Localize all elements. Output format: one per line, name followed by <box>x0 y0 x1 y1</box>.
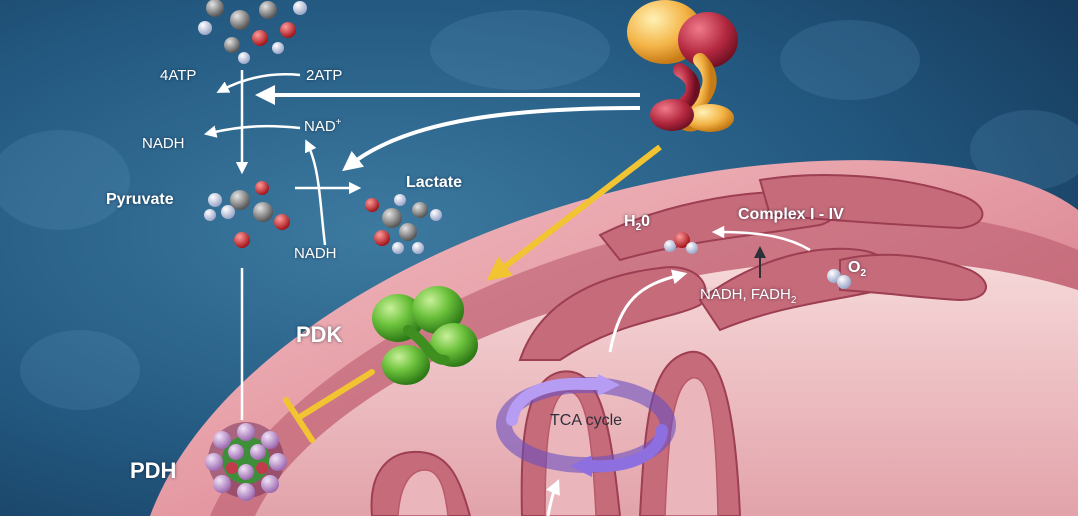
pdh-complex-icon <box>205 422 287 501</box>
background-cells <box>0 10 1078 410</box>
nadh-out-label: NADH <box>142 135 185 152</box>
oxygen-molecule-icon <box>827 269 851 289</box>
atp-out-label: 4ATP <box>160 67 197 84</box>
glycolysis-arrows <box>203 70 811 516</box>
tca-cycle-label: TCA cycle <box>550 412 623 429</box>
complex-label: Complex I - IV <box>738 206 844 223</box>
hif-protein-icon <box>627 0 738 132</box>
water-subscript: 2 <box>635 222 642 234</box>
mitochondrion-icon <box>150 160 1078 516</box>
tca-cycle-ring-icon <box>496 374 676 477</box>
activation-arrow <box>486 144 662 281</box>
nadh-fadh-text: NADH, FADH <box>700 286 791 303</box>
water-tail: 0 <box>641 213 651 230</box>
nad-plus-superscript: + <box>335 117 342 128</box>
pdh-label: PDH <box>130 458 177 483</box>
water-text: H <box>624 213 636 230</box>
nadh-fadh-subscript: 2 <box>790 295 797 306</box>
nad-plus-text: NAD <box>304 118 336 135</box>
lactate-label: Lactate <box>406 174 463 191</box>
water-molecule-icon <box>664 232 698 254</box>
nadh-in-label: NADH <box>294 245 337 262</box>
lactate-molecule-icon <box>365 194 442 254</box>
oxygen-subscript: 2 <box>860 268 867 280</box>
atp-in-label: 2ATP <box>306 67 343 84</box>
glucose-molecule-icon <box>198 0 307 64</box>
pdk-label: PDK <box>296 322 343 347</box>
nadh-fadh-label: NADH, FADH2 <box>700 287 796 306</box>
pyruvate-label: Pyruvate <box>106 191 174 208</box>
water-label: H20 <box>624 214 650 233</box>
inhibition-bar <box>283 369 375 443</box>
nad-plus-label: NAD+ <box>304 117 342 135</box>
oxygen-label: O2 <box>848 260 866 279</box>
pyruvate-molecule-icon <box>204 181 290 248</box>
oxygen-text: O <box>848 259 861 276</box>
pdk-protein-icon <box>372 286 478 385</box>
